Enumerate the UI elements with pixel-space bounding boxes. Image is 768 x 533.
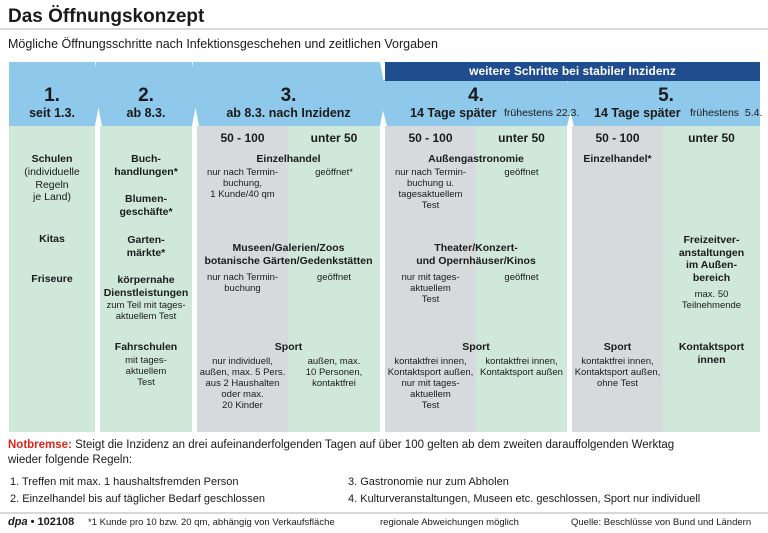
- col3b-einzelhandel-rule: geöffnet*: [315, 167, 353, 178]
- col4a-sport-rule: kontaktfrei innen, Kontaktsport außen, n…: [387, 356, 474, 411]
- col5a-sport-rule: kontaktfrei innen, Kontaktsport außen, o…: [574, 356, 661, 389]
- col4a-theater-rule: nur mit tages- aktuellem Test: [401, 272, 460, 305]
- notbremse-label: Notbremse:: [8, 439, 72, 451]
- step1-label: seit 1.3.: [29, 106, 75, 120]
- banner-bar: [385, 62, 760, 81]
- page-title: Das Öffnungskonzept: [8, 6, 205, 27]
- footer-footnote: *1 Kunde pro 10 bzw. 20 qm, abhängig von…: [88, 517, 335, 528]
- col5b-freizeit-detail: max. 50 Teilnehmende: [681, 289, 742, 311]
- col5a-einzelhandel: Einzelhandel*: [583, 153, 652, 165]
- col4a-background: [385, 126, 476, 432]
- col2-gartenmaerkte: Garten- märkte*: [126, 234, 166, 259]
- step5-label: 14 Tage später: [594, 106, 681, 120]
- col3-sport: Sport: [274, 341, 303, 353]
- col5b-kontaktsport: Kontaktsport innen: [678, 341, 745, 366]
- step5-arrow: [568, 80, 760, 126]
- footer-regional: regionale Abweichungen möglich: [380, 517, 519, 528]
- step4-number: 4.: [468, 85, 484, 106]
- col4-aussengastronomie: Außengastronomie: [428, 153, 524, 165]
- footer-credit: dpa • 102108: [8, 516, 75, 528]
- step4-label: 14 Tage später: [410, 106, 497, 120]
- col2-background: [100, 126, 192, 432]
- col1-friseure: Friseure: [31, 273, 73, 285]
- step3-number: 3.: [280, 85, 297, 106]
- col4b-incidence: unter 50: [498, 131, 545, 145]
- notbremse-rule-2: 2. Einzelhandel bis auf täglicher Bedarf…: [10, 493, 265, 505]
- page-subtitle: Mögliche Öffnungsschritte nach Infektion…: [8, 37, 438, 51]
- notbremse-rule-1: 1. Treffen mit max. 1 haushaltsfremden P…: [10, 476, 239, 488]
- banner-label: weitere Schritte bei stabiler Inzidenz: [469, 64, 676, 78]
- col5b-incidence: unter 50: [688, 131, 735, 145]
- col3a-incidence: 50 - 100: [220, 131, 265, 145]
- col3-museen: Museen/Galerien/Zoos botanische Gärten/G…: [204, 242, 373, 267]
- col5b-background: [663, 126, 760, 432]
- step2-number: 2.: [138, 85, 154, 106]
- col1-schulen-detail: (individuelle Regeln je Land): [24, 166, 80, 203]
- graphic-id: 102108: [37, 516, 75, 528]
- col4a-gastro-rule: nur nach Termin- buchung u. tagesaktuell…: [394, 167, 467, 211]
- col3b-incidence: unter 50: [310, 131, 358, 145]
- step3-label: ab 8.3. nach Inzidenz: [226, 106, 351, 120]
- col3a-museen-rule: nur nach Termin- buchung: [206, 272, 279, 294]
- col3-einzelhandel: Einzelhandel: [256, 153, 321, 165]
- step1-arrow: [9, 62, 101, 126]
- notbremse-text: Steigt die Inzidenz an drei aufeinanderf…: [71, 439, 675, 451]
- dpa-logo: dpa: [8, 516, 28, 528]
- step4-arrow: [381, 80, 573, 126]
- col2-koerpernahe-dienstleistungen: körpernahe Dienstleistungen: [103, 274, 189, 299]
- col2-koerpernahe-detail: zum Teil mit tages- aktuellem Test: [106, 300, 186, 322]
- step3-arrow: [193, 62, 386, 126]
- step1-number: 1.: [44, 85, 60, 106]
- step2-arrow: [96, 62, 198, 126]
- col3b-background: [288, 126, 380, 432]
- col3a-background: [197, 126, 288, 432]
- col2-fahrschulen-detail: mit tages- aktuellem Test: [125, 355, 167, 388]
- step5-number: 5.: [658, 85, 674, 106]
- col4b-background: [476, 126, 567, 432]
- col4b-theater-rule: geöffnet: [504, 272, 539, 283]
- col3b-sport-rule: außen, max. 10 Personen, kontaktfrei: [305, 356, 363, 389]
- col4-theater: Theater/Konzert- und Opernhäuser/Kinos: [416, 242, 536, 267]
- col5a-background: [572, 126, 663, 432]
- col4-sport: Sport: [462, 341, 490, 353]
- notbremse-paragraph: Notbremse: Steigt die Inzidenz an drei a…: [8, 438, 763, 468]
- col5a-sport: Sport: [603, 341, 632, 353]
- notbremse-rule-3: 3. Gastronomie nur zum Abholen: [348, 476, 509, 488]
- col2-buchhandlungen: Buch- handlungen*: [114, 153, 178, 178]
- col3a-einzelhandel-rule: nur nach Termin- buchung, 1 Kunde/40 qm: [206, 167, 279, 200]
- col4b-sport-rule: kontaktfrei innen, Kontaktsport außen: [480, 356, 563, 378]
- col2-blumengeschaefte: Blumen- geschäfte*: [119, 193, 173, 218]
- col5a-incidence: 50 - 100: [595, 131, 640, 145]
- footer-source: Quelle: Beschlüsse von Bund und Ländern: [571, 517, 752, 528]
- notbremse-text2: wieder folgende Regeln:: [8, 454, 133, 466]
- col4a-incidence: 50 - 100: [408, 131, 453, 145]
- notbremse-rule-4: 4. Kulturveranstaltungen, Museen etc. ge…: [348, 493, 701, 505]
- col1-background: [9, 126, 95, 432]
- step2-label: ab 8.3.: [126, 106, 166, 120]
- col1-schulen: Schulen: [31, 153, 73, 165]
- col2-fahrschulen: Fahrschulen: [114, 341, 178, 353]
- step4-note: frühestens 22.3.: [504, 107, 580, 119]
- col1-kitas: Kitas: [39, 233, 65, 245]
- col3b-museen-rule: geöffnet: [316, 272, 352, 283]
- col4b-gastro-rule: geöffnet: [504, 167, 539, 178]
- col5b-freizeitveranstaltungen: Freizeitver- anstaltungen im Außen- bere…: [678, 234, 745, 284]
- step5-note: frühestens 5.4.: [690, 107, 763, 119]
- col3a-sport-rule: nur individuell, außen, max. 5 Pers. aus…: [199, 356, 286, 411]
